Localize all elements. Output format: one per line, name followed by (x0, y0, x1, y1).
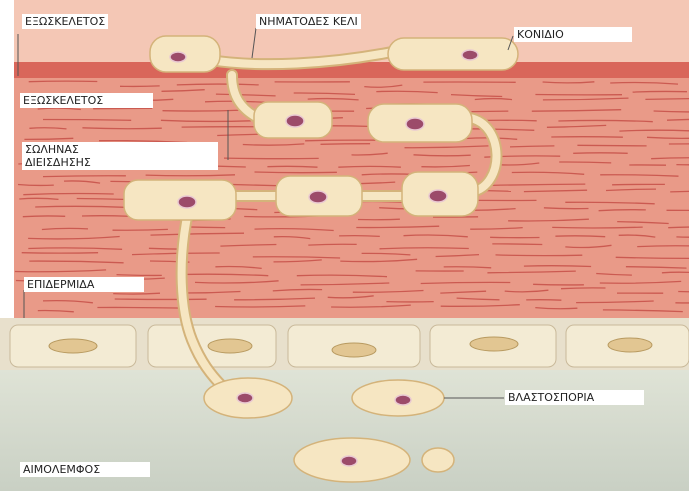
fiber-line (492, 244, 542, 245)
fiber-line (573, 153, 628, 154)
epidermal-nucleus (608, 338, 652, 352)
conidium-cell (388, 38, 518, 70)
label-penetration-tube: ΣΩΛΗΝΑΣ ΔΙΕΙΣΔΗΣΗΣ (22, 142, 218, 170)
nucleus (178, 196, 196, 208)
nucleus (286, 115, 304, 127)
fiber-line (29, 81, 98, 82)
epidermal-nucleus (470, 337, 518, 351)
label-hemolymph: ΑΙΜΟΛΕΜΦΟΣ (20, 462, 150, 477)
fiber-line (224, 158, 319, 159)
fiber-line (120, 86, 160, 87)
epidermal-cells (10, 325, 689, 367)
epidermal-nucleus (208, 339, 252, 353)
fiber-line (23, 216, 65, 217)
fiber-line (358, 219, 400, 220)
fiber-line (97, 307, 185, 308)
epidermal-nucleus (49, 339, 97, 353)
label-exoskeleton: ΕΞΩΣΚΕΛΕΤΟΣ (20, 93, 153, 108)
fiber-line (496, 255, 583, 256)
blastospore-bud (422, 448, 454, 472)
label-blastospore: ΒΛΑΣΤΟΣΠΟΡΙΑ (505, 390, 644, 405)
fiber-line (472, 111, 509, 112)
nucleus (462, 50, 478, 60)
label-exoskeleton-top: ΕΞΩΣΚΕΛΕΤΟΣ (22, 14, 108, 29)
fiber-line (551, 137, 623, 138)
epidermal-nucleus (332, 343, 376, 357)
nucleus (406, 118, 424, 130)
fiber-line (577, 145, 646, 146)
label-conidium: ΚΟΝΙΔΙΟ (514, 27, 632, 42)
nucleus (341, 456, 357, 466)
nucleus (429, 190, 447, 202)
fiber-line (633, 91, 687, 92)
fiber-line (668, 227, 689, 228)
label-penetration-tube-line2: ΔΙΕΙΣΔΗΣΗΣ (25, 156, 215, 169)
label-epidermis: ΕΠΙΔΕΡΜΙΔΑ (24, 277, 144, 292)
nucleus (237, 393, 253, 403)
fiber-line (305, 140, 375, 141)
nucleus (170, 52, 186, 62)
nucleus (309, 191, 327, 203)
label-penetration-tube-line1: ΣΩΛΗΝΑΣ (25, 143, 215, 156)
fiber-line (255, 172, 337, 173)
fiber-line (533, 284, 584, 285)
label-hyphal-cell: ΝΗΜΑΤΟΔΕΣ ΚΕΛΙ (256, 14, 361, 29)
nucleus (395, 395, 411, 405)
fiber-line (321, 144, 371, 145)
